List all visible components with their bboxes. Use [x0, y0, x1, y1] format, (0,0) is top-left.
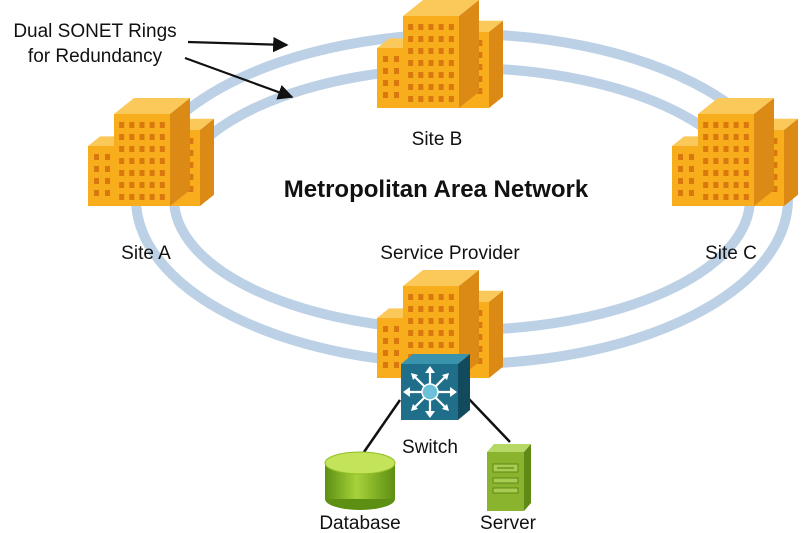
switch-database-link [362, 399, 402, 453]
server-tower-icon[interactable] [487, 444, 531, 511]
device-links [362, 397, 511, 453]
server-label: Server [480, 513, 537, 533]
service-provider-label: Service Provider [380, 243, 520, 264]
site-b-label: Site B [412, 129, 463, 150]
database-cylinder-icon[interactable] [324, 451, 396, 510]
switch-server-link [467, 397, 511, 443]
callout-arrows [184, 36, 294, 100]
site-a-building-icon[interactable] [88, 98, 214, 206]
site-a-label: Site A [121, 243, 171, 264]
diagram-title: Metropolitan Area Network [284, 176, 589, 203]
switch-label: Switch [402, 437, 458, 458]
site-c-label: Site C [705, 243, 757, 264]
callout-arrow-inner [184, 56, 294, 100]
site-c-building-icon[interactable] [672, 98, 798, 206]
callout-line-1: Dual SONET Rings [13, 21, 176, 42]
callout-arrow-outer [187, 36, 289, 53]
callout-line-2: for Redundancy [28, 46, 163, 67]
site-b-building-icon[interactable] [377, 0, 503, 108]
network-switch-icon[interactable] [401, 354, 470, 420]
database-label: Database [319, 513, 400, 533]
